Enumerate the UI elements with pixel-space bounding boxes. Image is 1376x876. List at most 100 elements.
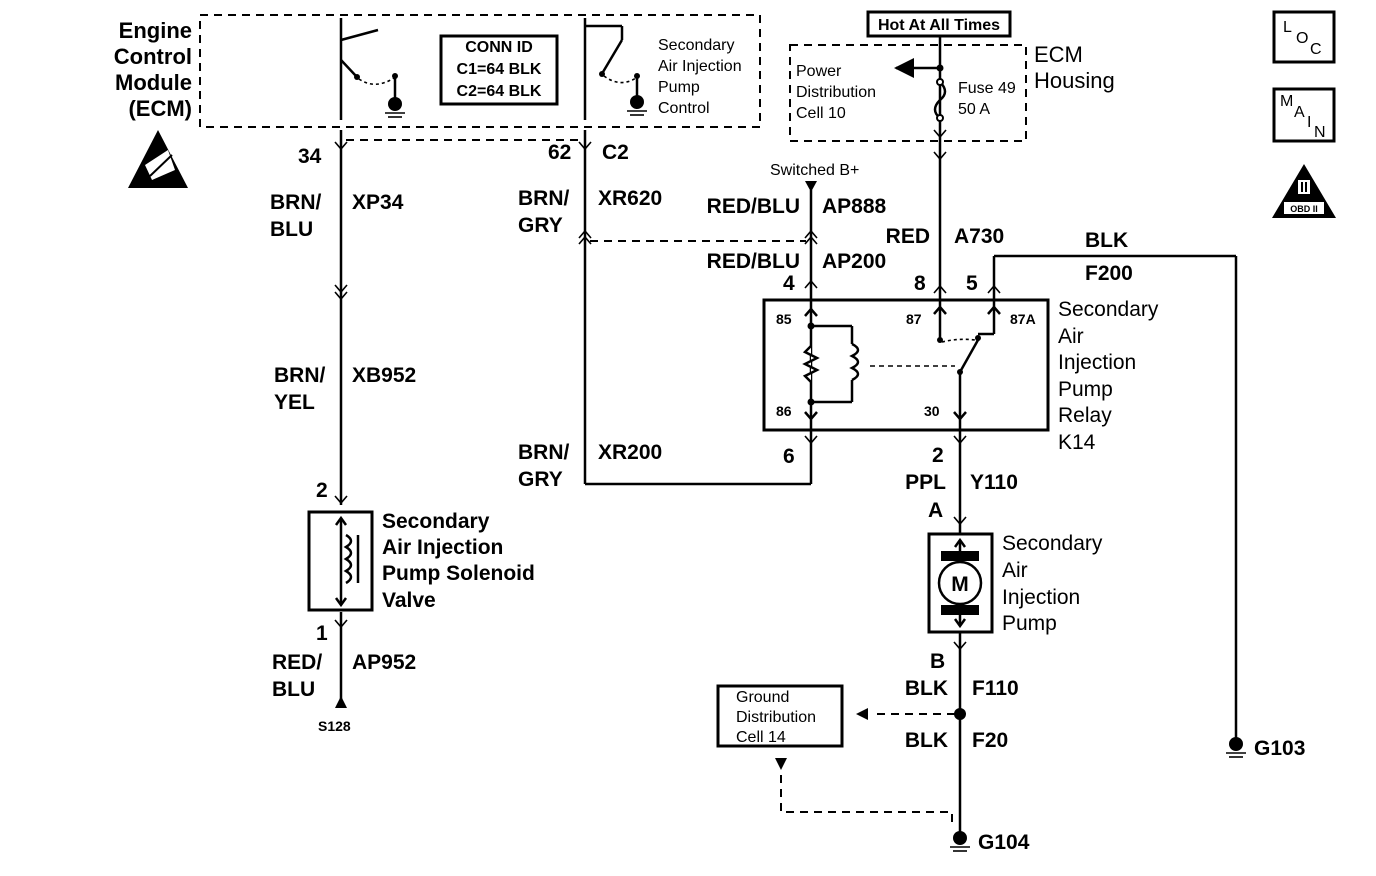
relay-k14: 85 86 87 87A 30 Secondary Air Injection …	[762, 298, 1159, 454]
hot-at-all-times-label: Hot At All Times	[878, 17, 1000, 34]
pump-circuit: 2 PPL Y110 A M Secondary Air Injection P…	[905, 430, 1103, 854]
solenoid-valve-box	[307, 510, 374, 612]
wire-xp34-color1: BRN/	[270, 191, 321, 214]
wire-xr620-color1: BRN/	[518, 187, 569, 210]
wire-xr620-color2: GRY	[518, 214, 563, 237]
relay-conn-6: 6	[783, 445, 795, 468]
main-letter-m: M	[1280, 93, 1293, 110]
splice-dot	[954, 708, 966, 720]
esd-warning-icon	[128, 130, 188, 188]
wire-a730-circuit: A730	[954, 225, 1004, 248]
solenoid-coil-icon	[343, 533, 353, 585]
relay-name-line5: Relay	[1058, 404, 1112, 427]
ecm-pin-34: 34	[298, 145, 322, 168]
wire-f200-color: BLK	[1085, 229, 1128, 252]
pump-name-line1: Secondary	[1002, 532, 1103, 555]
wire-f20-color: BLK	[905, 729, 948, 752]
ecm-housing-line1: ECM	[1034, 42, 1083, 67]
solenoid-pin-1: 1	[316, 622, 328, 645]
obd-ii-icon: OBD II	[1272, 164, 1336, 218]
ground-g103-label: G103	[1254, 737, 1305, 760]
wire-xr200-color2: GRY	[518, 468, 563, 491]
ecm-dashed-border	[199, 14, 761, 128]
ground-dist-line1: Ground	[736, 689, 789, 706]
relay-conn-8: 8	[914, 272, 926, 295]
loc-letter-c: C	[1310, 41, 1322, 58]
wire-f200-circuit: F200	[1085, 262, 1133, 285]
main-letter-a: A	[1294, 104, 1305, 121]
solenoid-pin-2: 2	[316, 479, 328, 502]
wire-xp34-color2: BLU	[270, 218, 313, 241]
ecm-module: Engine Control Module (ECM) CONN ID C1=6…	[114, 14, 761, 188]
relay-conn-2: 2	[932, 444, 944, 467]
fuse-49-icon	[933, 81, 947, 119]
wire-ap200-circuit: AP200	[822, 250, 886, 273]
ecm-title-line1: Engine	[119, 18, 192, 43]
relay-conn-5: 5	[966, 272, 978, 295]
ground-g103-icon	[1229, 737, 1243, 751]
power-dist-line3: Cell 10	[796, 105, 846, 122]
solenoid-name-line4: Valve	[382, 589, 436, 612]
wire-ap952-color1: RED/	[272, 651, 322, 674]
wire-ap952-color2: BLU	[272, 678, 315, 701]
ecm-housing-border	[789, 44, 1027, 142]
ecm-connector-c2: C2	[602, 141, 629, 164]
ecm-title-line3: Module	[115, 70, 192, 95]
wire-ap200-color: RED/BLU	[707, 250, 800, 273]
wire-xr200-color1: BRN/	[518, 441, 569, 464]
ecm-switch-right	[583, 18, 647, 120]
fuse-49-label: Fuse 49	[958, 80, 1016, 97]
wire-xb952-circuit: XB952	[352, 364, 416, 387]
ecm-switch-left	[339, 18, 405, 120]
power-dist-line1: Power	[796, 63, 842, 80]
relay-name-line4: Pump	[1058, 378, 1113, 401]
obd-ii-label: OBD II	[1290, 204, 1318, 214]
ground-dist-box	[716, 684, 844, 748]
ecm-control-line4: Control	[658, 100, 710, 117]
relay-name-line3: Injection	[1058, 351, 1136, 374]
splice-arrow-icon	[335, 696, 347, 708]
relay-pin-86: 86	[776, 403, 792, 419]
relay-name-line6: K14	[1058, 431, 1096, 454]
main-letter-i: I	[1307, 114, 1311, 131]
ground-g104-label: G104	[978, 831, 1030, 854]
ground-g104-icon	[953, 831, 967, 845]
solenoid-name-line3: Pump Solenoid	[382, 562, 535, 585]
ground-dist-line3: Cell 14	[736, 729, 786, 746]
conn-id-c1: C1=64 BLK	[457, 61, 542, 78]
pump-motor-label: M	[951, 573, 969, 596]
loc-letter-l: L	[1283, 19, 1292, 36]
wire-ap888-color: RED/BLU	[707, 195, 800, 218]
relay-pin-87: 87	[906, 311, 922, 327]
pump-name-line2: Air	[1002, 559, 1028, 582]
ecm-title-line4: (ECM)	[128, 96, 192, 121]
pump-name-line4: Pump	[1002, 612, 1057, 635]
wire-xb952-color1: BRN/	[274, 364, 325, 387]
main-icon: M A I N	[1272, 87, 1336, 143]
conn-id-header: CONN ID	[465, 39, 533, 56]
ecm-control-line3: Pump	[658, 79, 700, 96]
wire-xb952-color2: YEL	[274, 391, 315, 414]
ecm-housing-line2: Housing	[1034, 68, 1115, 93]
conn-id-c2: C2=64 BLK	[457, 83, 542, 100]
switched-bplus-label: Switched B+	[770, 162, 859, 179]
wire-f110-circuit: F110	[972, 677, 1019, 700]
ecm-control-line2: Air Injection	[658, 58, 742, 75]
relay-control-circuit: BRN/ GRY XR620 BRN/ GRY XR200 6	[518, 130, 818, 491]
ecm-control-line1: Secondary	[658, 37, 735, 54]
solenoid-name-line2: Air Injection	[382, 536, 503, 559]
power-dist-line2: Distribution	[796, 84, 876, 101]
ground-distribution: Ground Distribution Cell 14	[716, 684, 955, 826]
wire-f110-color: BLK	[905, 677, 948, 700]
relay-pin-85: 85	[776, 311, 792, 327]
wire-xp34-circuit: XP34	[352, 191, 404, 214]
relay-coil-icon	[849, 342, 860, 382]
loc-letter-o: O	[1296, 30, 1308, 47]
wire-f20-circuit: F20	[972, 729, 1008, 752]
fuse-rating-label: 50 A	[958, 101, 990, 118]
loc-icon: L O C	[1272, 10, 1336, 64]
solenoid-circuit: BRN/ BLU XP34 BRN/ YEL XB952 2 Secondary…	[270, 130, 535, 734]
relay-name-line2: Air	[1058, 325, 1084, 348]
pump-name-line3: Injection	[1002, 586, 1080, 609]
relay-pin-30: 30	[924, 403, 940, 419]
